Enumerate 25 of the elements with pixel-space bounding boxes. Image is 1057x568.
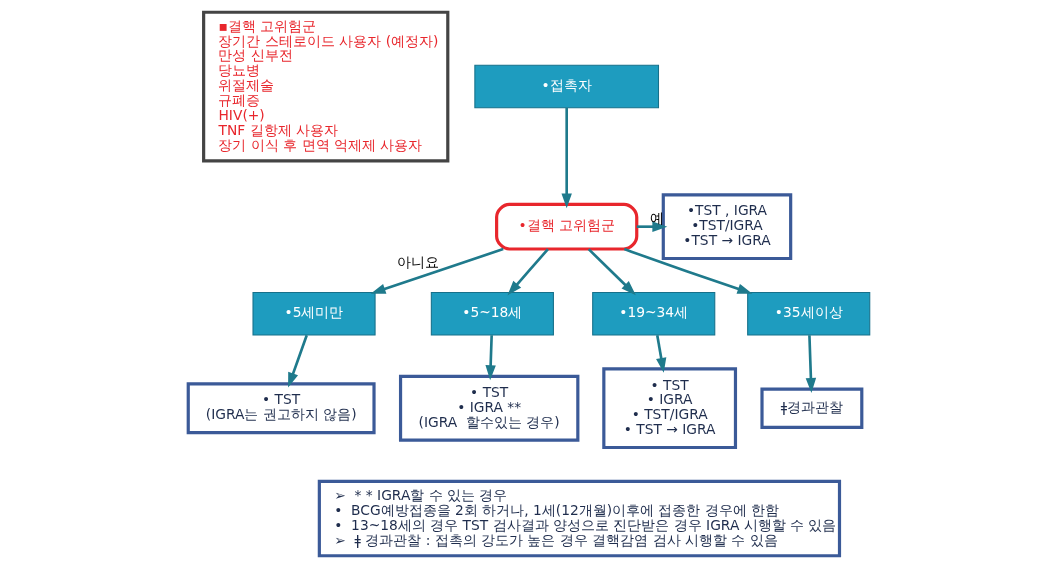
node-box: •35세이상: [746, 291, 870, 336]
node-box: • TST (IGRA는 권고하지 않음): [186, 382, 376, 435]
node-box: ➢ * * IGRA할 수 있는 경우 • BCG예방접종을 2회 하거나, 1세(12개월)이후에 접종한 경우에 한함 • 13~18세의 경우 TST 검사결과 양성으로 진단받은 경우 IGRA 시행할 수 있음 ➢ ǂ 경과관찰 : 접촉의 강도가 높은 경우 결핵감염 검사 시행할 수 있음: [317, 479, 841, 558]
node-box: •19~34세: [591, 291, 715, 336]
arrow: [506, 248, 549, 296]
node-box: •5~18세: [430, 291, 554, 336]
arrow: [805, 335, 816, 393]
arrow: [287, 334, 308, 388]
node-box: •5세미만: [251, 291, 376, 336]
arrow: [370, 247, 504, 294]
node-box: •접촉자: [473, 64, 659, 109]
arrow: [655, 335, 666, 373]
arrow: [587, 248, 636, 296]
node-box: • TST • IGRA • TST/IGRA • TST → IGRA: [601, 367, 737, 450]
node-box: ▪결핵 고위험군 장기간 스테로이드 사용자 (예정자) 만성 신부전 당뇨병 위절제술 규폐증 HIV(+) TNF 길항제 사용자 장기 이식 후 면역 억제제 사용자: [201, 10, 449, 163]
arrow: [623, 247, 752, 294]
arrow: [484, 335, 496, 381]
node-box: •TST , IGRA •TST/IGRA •TST → IGRA: [661, 193, 792, 261]
arrow: [560, 108, 572, 209]
edge-label: 아니요: [396, 253, 439, 270]
node-box: • TST • IGRA ** (IGRA 할수있는 경우): [398, 374, 579, 442]
arrow: [636, 221, 667, 232]
node-box: •결핵 고위험군: [494, 202, 638, 251]
edge-label: 예: [649, 209, 664, 226]
node-box: ǂ경과관찰: [759, 387, 863, 429]
